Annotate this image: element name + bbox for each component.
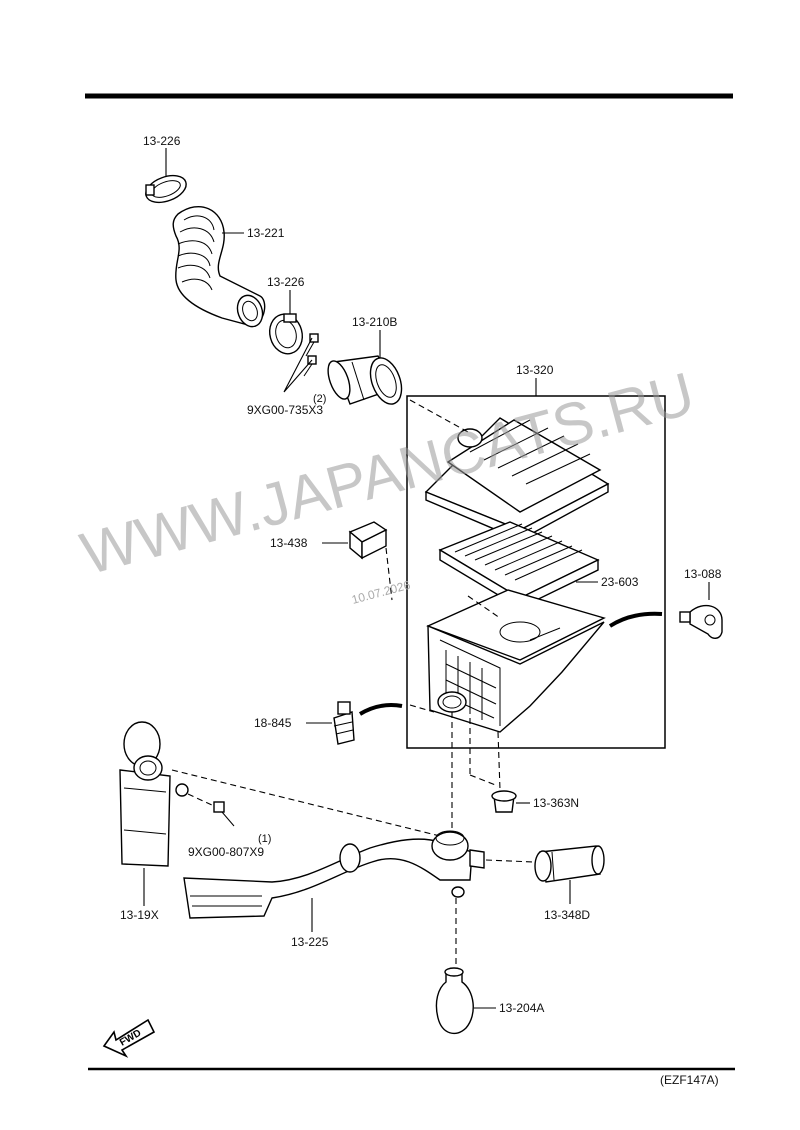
label-resonator-bottom: 13-204A xyxy=(499,1001,544,1015)
diagram-code: (EZF147A) xyxy=(660,1073,719,1087)
label-seal: 13-088 xyxy=(684,567,722,581)
label-bolt-upper: 9XG00-735X3 xyxy=(247,403,323,417)
label-bolt-lower-qty: (1) xyxy=(258,833,271,845)
resonator-side-part[interactable] xyxy=(119,721,189,867)
label-element: 23-603 xyxy=(601,575,639,589)
label-vacuum-fitting: 18-845 xyxy=(254,716,292,730)
air-cleaner-case-part[interactable] xyxy=(426,589,606,733)
label-air-cleaner-assy: 13-320 xyxy=(516,363,554,377)
insulator-part[interactable] xyxy=(491,790,517,813)
resonator-bottom-part[interactable] xyxy=(435,967,474,1035)
forward-arrow-icon: FWD xyxy=(102,1018,156,1058)
seal-part[interactable] xyxy=(679,604,723,639)
label-mass-air-flow: 13-210B xyxy=(352,315,397,329)
vacuum-fitting-part[interactable] xyxy=(333,701,355,745)
hose-clamp-top-part[interactable] xyxy=(142,171,190,208)
label-resonator: 13-348D xyxy=(544,908,590,922)
label-hose-clamp-top: 13-226 xyxy=(143,134,181,148)
label-intake-hose: 13-221 xyxy=(247,226,285,240)
fresh-air-duct-part[interactable] xyxy=(183,830,485,919)
label-resonator-side: 13-19X xyxy=(120,908,159,922)
label-pad: 13-438 xyxy=(270,536,308,550)
bolt-lower-part[interactable] xyxy=(213,801,235,827)
pad-part[interactable] xyxy=(348,521,388,560)
label-hose-clamp-mid: 13-226 xyxy=(267,275,305,289)
mass-air-flow-part[interactable] xyxy=(324,354,408,409)
label-bolt-upper-qty: (2) xyxy=(313,393,326,405)
label-insulator: 13-363N xyxy=(533,796,579,810)
label-fresh-air-duct: 13-225 xyxy=(291,935,329,949)
watermark-date: 10.07.2026 xyxy=(350,578,412,607)
resonator-part[interactable] xyxy=(534,845,605,883)
intake-hose-part[interactable] xyxy=(172,205,267,330)
hose-clamp-mid-part[interactable] xyxy=(265,311,306,358)
label-bolt-lower: 9XG00-807X9 xyxy=(188,845,264,859)
